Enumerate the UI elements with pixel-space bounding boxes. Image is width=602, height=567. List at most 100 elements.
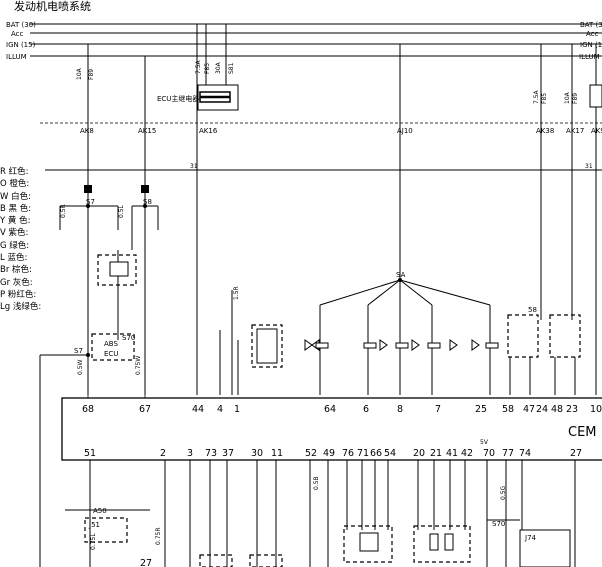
wire-31-label: 31: [585, 163, 593, 170]
splice-label: S8: [143, 198, 152, 206]
rail-label-acc-right: Acc: [586, 30, 599, 38]
ecu-pin: 68: [82, 404, 94, 415]
ecu-pin: 49: [323, 448, 335, 459]
injector-fan: SA: [304, 271, 499, 395]
ecu-pin: 47: [523, 404, 535, 415]
ecu-pin: 7: [435, 404, 441, 415]
ecu-relay-label: ECU主继电器: [157, 94, 199, 103]
legend-item: P 粉红色:: [0, 289, 37, 300]
legend-item: Br 棕色:: [0, 265, 32, 276]
ecu-pin: 1: [234, 404, 240, 415]
legend-item: O 橙色:: [0, 179, 30, 190]
ecu-pin: 4: [217, 404, 223, 415]
rail-label-bat: BAT (30): [6, 21, 36, 29]
ecu-pin: 11: [271, 448, 283, 459]
cem-label: CEM: [568, 425, 597, 440]
wire-31-label: 31: [190, 163, 198, 170]
wire-code: 0.5R: [60, 204, 67, 218]
bottom-label: 27: [140, 558, 152, 567]
ecu-pin: 64: [324, 404, 336, 415]
wire-code: 0.75W: [135, 356, 142, 375]
rail-label-acc: Acc: [11, 30, 24, 38]
wire-code: 1.5R: [233, 286, 240, 300]
legend-item: R 红色:: [0, 167, 29, 177]
legend-item: Lg 浅绿色:: [0, 302, 42, 313]
ecu-pin: 51: [84, 448, 96, 459]
connector-label: AK15: [138, 127, 156, 135]
splice-label: S7: [86, 198, 95, 206]
wire-code: 0.5G: [500, 485, 507, 500]
legend-item: L 蓝色:: [0, 253, 28, 264]
ecu-pin: 76: [342, 448, 354, 459]
ecu-pin: 8: [397, 404, 403, 415]
ecu-pin: 42: [461, 448, 473, 459]
ecu-pin: 6: [363, 404, 369, 415]
fuse-label: 30A: [215, 61, 222, 74]
ecu-pin: 10: [590, 404, 602, 415]
wire-code: 0.5W: [77, 359, 84, 375]
wire-code: 0.5L: [118, 204, 125, 218]
ecu-pin: 54: [384, 448, 396, 459]
ecu-pin: 73: [205, 448, 217, 459]
ecu-pin: 37: [222, 448, 234, 459]
legend-item: Gr 灰色:: [0, 277, 33, 288]
ecu-label: ECU: [104, 350, 118, 358]
splice-label: SA: [396, 271, 406, 279]
ecu-body: 68 67 44 4 1 64 6 8 7 25 58 47 24 48 23 …: [61, 397, 602, 461]
fuse-label: F89: [88, 69, 95, 80]
ecu-top-wires: [87, 395, 146, 398]
rail-label-ign: IGN (15): [6, 41, 36, 49]
connector-label: AK9: [591, 127, 602, 135]
right-relays: 58: [507, 306, 581, 395]
color-legend: R 红色: O 橙色: W 白色: B 黑 色: Y 黄 色: V 紫色: G …: [0, 166, 60, 314]
ecu-main-relay: ECU主继电器: [157, 84, 239, 111]
rail-label-illum: ILLUM: [6, 53, 27, 61]
ecu-pin: 2: [160, 448, 166, 459]
splice-label: S70: [122, 334, 135, 342]
legend-item: V 紫色:: [0, 228, 29, 239]
bottom-label: J51: [88, 521, 100, 529]
wire-code: 0.75L: [90, 533, 97, 550]
switch-group: 1.5R: [219, 286, 283, 395]
fuse-label: 10A: [76, 67, 83, 80]
rail-label-ign-right: IGN (15: [580, 41, 602, 49]
ecu-pin: 3: [187, 448, 193, 459]
ecu-pin: 66: [370, 448, 382, 459]
connector-label: AK16: [199, 127, 218, 135]
fuse-label: 10A: [564, 91, 571, 104]
bottom-label: S70: [492, 520, 505, 528]
ecu-pin: 30: [251, 448, 263, 459]
abs-label: ABS: [104, 340, 118, 348]
ecu-pin: 20: [413, 448, 425, 459]
fuse-label: F85: [541, 93, 548, 104]
ecu-pin: 71: [357, 448, 369, 459]
ecu-pin: 23: [566, 404, 578, 415]
ecu-pin: 27: [570, 448, 582, 459]
splice-label: 58: [528, 306, 537, 314]
left-branches: S7 S8 ABS ECU S70 S7 0.5R 0.5L 0.5W 0.75…: [59, 185, 159, 375]
ecu-pin: 74: [519, 448, 531, 459]
wire-code: 0.5B: [313, 476, 320, 490]
fuse-label: F85: [204, 63, 211, 74]
ecu-pin: 67: [139, 404, 151, 415]
sv-label: 5V: [480, 439, 489, 446]
ecu-pin: 21: [430, 448, 442, 459]
legend-item: W 白色:: [0, 191, 31, 202]
fuse-label: 7.5A: [195, 59, 202, 74]
connector-label: AK8: [80, 127, 94, 135]
legend-item: Y 黄 色:: [0, 216, 31, 227]
wire-code: 0.75R: [155, 527, 162, 545]
legend-item: G 绿色:: [0, 240, 30, 251]
ecu-pin: 41: [446, 448, 458, 459]
page-title: 发动机电喷系统: [14, 0, 91, 13]
ecu-pin: 44: [192, 404, 204, 415]
ecu-pin: 58: [502, 404, 514, 415]
ecu-pin: 52: [305, 448, 317, 459]
bottom-label: A50: [93, 507, 107, 515]
rail-label-illum-right: ILLUM: [579, 53, 600, 61]
fuse-label: S81: [228, 62, 235, 74]
connector-label: AK38: [536, 127, 554, 135]
ecu-pin: 24: [536, 404, 548, 415]
bottom-wires: S70 J74 A50 J51 27 0.5B 0.5G 0.75R 0.75L: [39, 354, 576, 567]
